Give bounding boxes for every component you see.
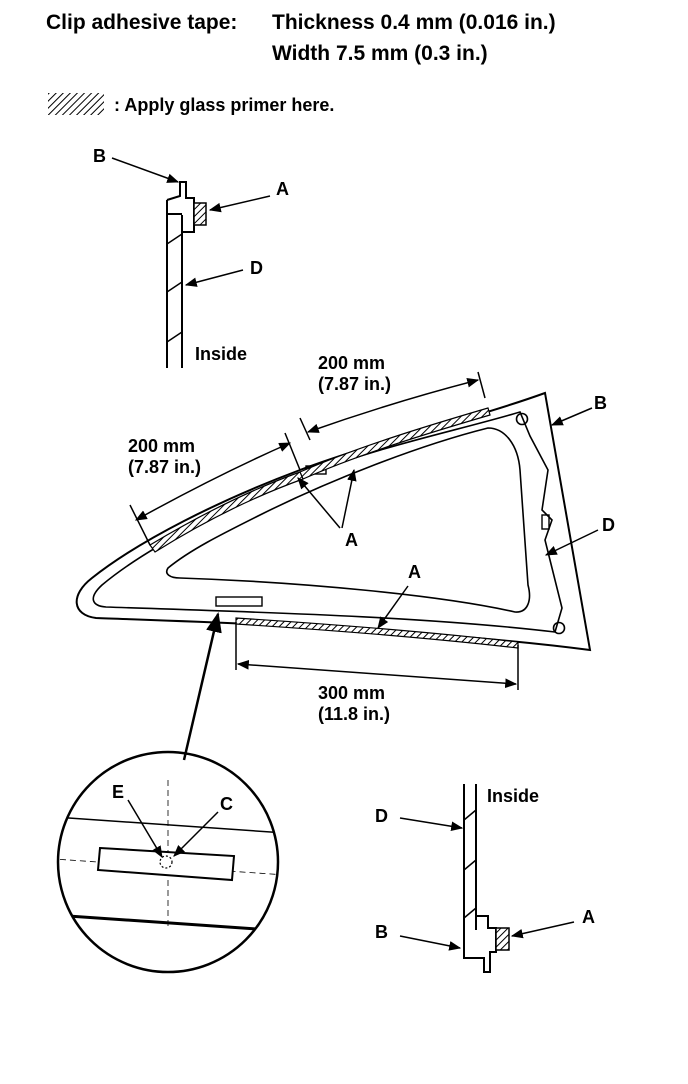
arrow-e-detail (127, 799, 163, 859)
callout-b-bottom: B (375, 922, 388, 942)
arrow-a-top (208, 195, 271, 213)
callout-d-top: D (250, 258, 263, 278)
primer-hatch-swatch (48, 93, 104, 115)
arrow-a-main-bottom (377, 585, 409, 629)
callout-a-top: A (276, 179, 289, 199)
dimension-top-left (129, 432, 301, 546)
dimension-top-right-in: (7.87 in.) (318, 374, 392, 394)
dimension-bottom-mm: 300 mm (318, 683, 386, 703)
arrow-to-detail (182, 612, 222, 761)
adhesive-tape-top (193, 202, 207, 226)
callout-e-detail: E (112, 782, 125, 802)
adhesive-band-top-left (149, 471, 304, 553)
arrow-d-bottom (399, 817, 464, 832)
spec-width: Width 7.5 mm (0.3 in.) (272, 42, 488, 65)
arrow-b-top (111, 157, 180, 183)
arrow-a-main-1 (297, 477, 341, 529)
adhesive-band-bottom (235, 617, 519, 649)
quarter-glass (75, 391, 592, 652)
callout-a-main-bottom: A (408, 562, 421, 582)
callout-b-main: B (594, 393, 607, 413)
inside-label-top: Inside (195, 344, 248, 364)
arrow-d-top (184, 269, 244, 287)
adhesive-tape-bottom (495, 927, 510, 951)
inside-label-bottom: Inside (487, 786, 540, 806)
spec-title-label: Clip adhesive tape: (46, 11, 238, 34)
dimension-top-right-mm: 200 mm (318, 353, 386, 373)
arrow-a-main-2 (341, 468, 357, 529)
arrow-b-main (550, 407, 593, 426)
arrow-c-detail (173, 811, 219, 857)
dimension-bottom (235, 622, 519, 690)
dimension-top-right (299, 371, 486, 441)
detail-circle (56, 750, 280, 974)
dimension-top-left-mm: 200 mm (128, 436, 196, 456)
arrow-d-main (544, 529, 599, 556)
adhesive-band-top-right (299, 407, 491, 480)
dimension-bottom-in: (11.8 in.) (318, 704, 391, 724)
arrow-a-bottom (510, 921, 575, 939)
callout-b-top: B (93, 146, 106, 166)
cross-section-bottom (463, 784, 497, 973)
callout-c-detail: C (220, 794, 233, 814)
cross-section-top (166, 181, 195, 368)
callout-a-main: A (345, 530, 358, 550)
legend-primer-note: : Apply glass primer here. (114, 95, 335, 115)
callout-d-bottom: D (375, 806, 388, 826)
arrow-b-bottom (399, 935, 462, 951)
spec-thickness: Thickness 0.4 mm (0.016 in.) (272, 11, 556, 34)
dimension-top-left-in: (7.87 in.) (128, 457, 202, 477)
callout-a-bottom: A (582, 907, 595, 927)
callout-d-main: D (602, 515, 615, 535)
